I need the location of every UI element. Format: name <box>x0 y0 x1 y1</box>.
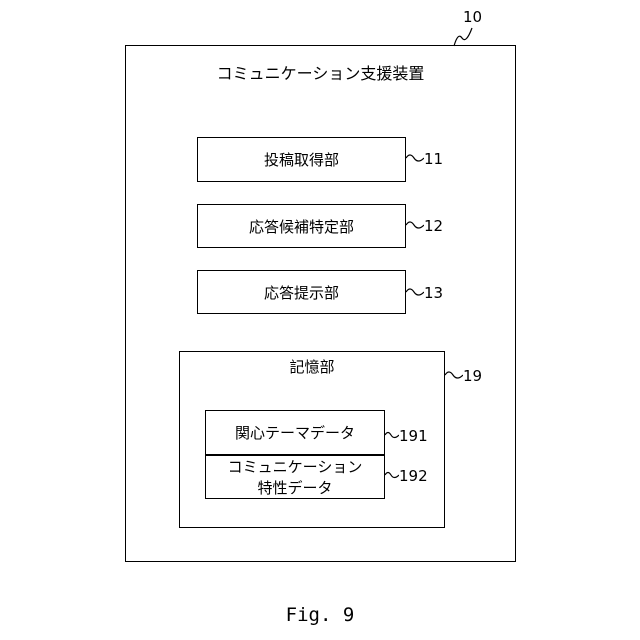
unit-ref: 12 <box>424 219 443 234</box>
unit-ref: 13 <box>424 286 443 301</box>
unit-ref-leader <box>406 151 424 165</box>
data-ref: 191 <box>399 429 428 444</box>
storage-label: 記憶部 <box>179 360 445 375</box>
data-label: 関心テーマデータ <box>235 422 355 443</box>
unit-label: 投稿取得部 <box>264 149 339 170</box>
unit-label: 応答候補特定部 <box>249 216 354 237</box>
unit-box-response-candidate: 応答候補特定部 <box>197 204 406 248</box>
data-ref: 192 <box>399 469 428 484</box>
unit-label: 応答提示部 <box>264 282 339 303</box>
storage-ref: 19 <box>463 369 482 384</box>
device-ref: 10 <box>463 10 482 25</box>
figure-caption: Fig. 9 <box>0 604 640 626</box>
unit-ref: 11 <box>424 152 443 167</box>
unit-box-post-acquisition: 投稿取得部 <box>197 137 406 182</box>
data-box-communication-characteristics: コミュニケーション 特性データ <box>205 455 385 499</box>
data-label-line: コミュニケーション <box>228 456 363 477</box>
unit-ref-leader <box>406 218 424 232</box>
data-ref-leader <box>385 469 399 481</box>
device-title: コミュニケーション支援装置 <box>125 66 516 82</box>
storage-ref-leader <box>445 368 463 382</box>
data-ref-leader <box>385 429 399 441</box>
data-label-line: 特性データ <box>257 477 332 498</box>
unit-ref-leader <box>406 285 424 299</box>
unit-box-response-presentation: 応答提示部 <box>197 270 406 314</box>
data-box-interest-theme: 関心テーマデータ <box>205 410 385 455</box>
